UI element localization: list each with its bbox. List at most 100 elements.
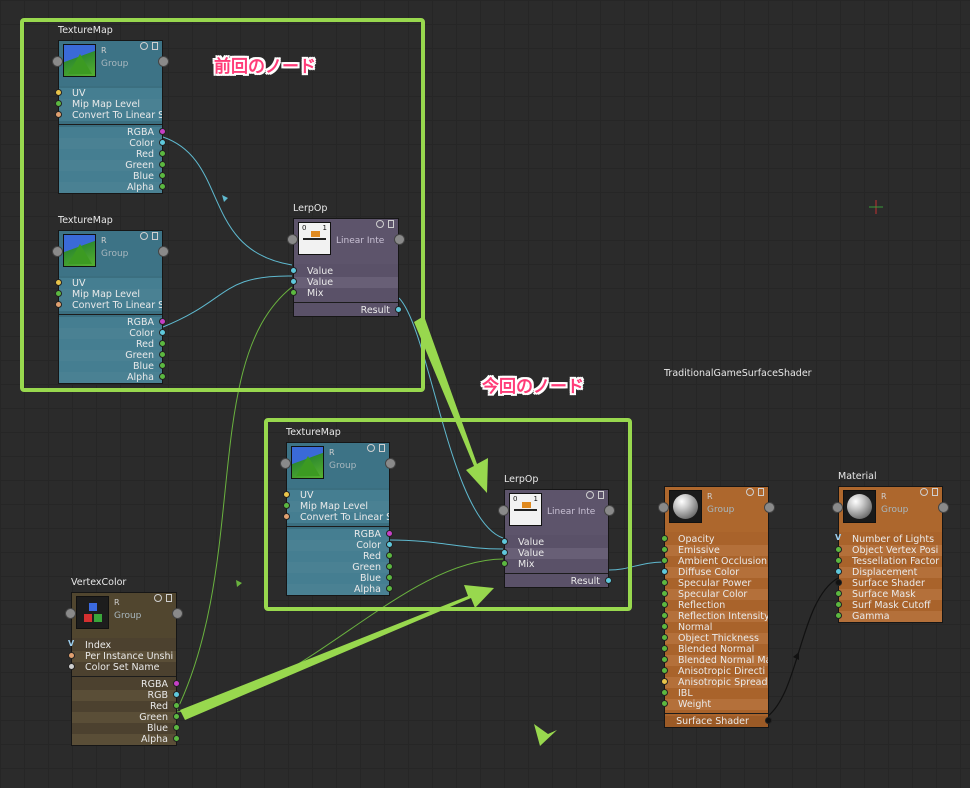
swatch-icon[interactable] (140, 232, 148, 240)
input-uv[interactable]: UV (287, 490, 389, 501)
input-socket[interactable] (501, 549, 508, 556)
input-value[interactable]: Value (294, 277, 398, 288)
input-socket[interactable] (501, 538, 508, 545)
input-socket[interactable] (55, 100, 62, 107)
input-socket[interactable] (290, 289, 297, 296)
input-socket[interactable] (661, 700, 668, 707)
output-socket[interactable] (159, 183, 166, 190)
input-value[interactable]: Value (518, 537, 545, 548)
input-socket[interactable]: V (68, 639, 75, 648)
lock-icon[interactable] (932, 488, 938, 496)
output-socket[interactable] (386, 563, 393, 570)
lock-icon[interactable] (166, 594, 172, 602)
input-port-knob[interactable] (52, 246, 63, 257)
output-rgba[interactable]: RGBA (59, 317, 162, 328)
input-port-knob[interactable] (658, 502, 669, 513)
input-socket[interactable] (835, 557, 842, 564)
input-mix[interactable]: Mix (518, 559, 535, 570)
input-specular-power[interactable]: Specular Power (678, 578, 752, 589)
input-socket[interactable] (283, 491, 290, 498)
output-blue[interactable]: Blue (59, 171, 162, 182)
output-blue[interactable]: Blue (146, 723, 168, 734)
input-socket[interactable] (501, 560, 508, 567)
input-socket[interactable] (835, 590, 842, 597)
swatch-icon[interactable] (586, 491, 594, 499)
output-socket[interactable] (159, 318, 166, 325)
output-color[interactable]: Color (59, 328, 162, 339)
output-port-knob[interactable] (172, 608, 183, 619)
input-mip-map-level[interactable]: Mip Map Level (59, 99, 162, 110)
input-socket[interactable] (661, 612, 668, 619)
input-socket[interactable] (661, 623, 668, 630)
output-socket[interactable] (386, 530, 393, 537)
input-ibl[interactable]: IBL (678, 688, 693, 699)
input-opacity[interactable]: Opacity (678, 534, 715, 545)
lock-icon[interactable] (758, 488, 764, 496)
input-port-knob[interactable] (280, 458, 291, 469)
input-gamma[interactable]: Gamma (839, 611, 942, 622)
output-socket[interactable] (605, 577, 612, 584)
input-socket[interactable] (283, 513, 290, 520)
input-blended-normal[interactable]: Blended Normal (678, 644, 755, 655)
input-normal[interactable]: Normal (678, 622, 713, 633)
input-socket[interactable] (661, 656, 668, 663)
output-socket[interactable] (173, 713, 180, 720)
output-socket[interactable] (386, 585, 393, 592)
output-blue[interactable]: Blue (59, 361, 162, 372)
output-port-knob[interactable] (158, 246, 169, 257)
input-socket[interactable] (68, 652, 75, 659)
input-convert-to-linear-s[interactable]: Convert To Linear S (59, 300, 162, 311)
output-port-knob[interactable] (764, 502, 775, 513)
input-value[interactable]: Value (307, 266, 334, 277)
output-socket[interactable] (159, 362, 166, 369)
output-surface-shader[interactable]: Surface Shader (665, 716, 768, 727)
input-surface-shader[interactable]: Surface Shader (852, 578, 925, 589)
output-socket[interactable] (159, 172, 166, 179)
input-port-knob[interactable] (65, 608, 76, 619)
input-value[interactable]: Value (505, 548, 608, 559)
output-red[interactable]: Red (59, 149, 162, 160)
input-socket[interactable] (835, 612, 842, 619)
output-socket[interactable] (173, 691, 180, 698)
input-socket[interactable] (661, 645, 668, 652)
input-socket[interactable] (55, 290, 62, 297)
output-socket[interactable] (395, 306, 402, 313)
output-socket[interactable] (159, 139, 166, 146)
output-green[interactable]: Green (59, 350, 162, 361)
input-socket[interactable] (661, 634, 668, 641)
input-socket[interactable] (661, 579, 668, 586)
input-socket[interactable] (661, 678, 668, 685)
output-alpha[interactable]: Alpha (59, 372, 162, 383)
input-blended-normal-ma[interactable]: Blended Normal Ma (665, 655, 768, 666)
lock-icon[interactable] (379, 444, 385, 452)
output-socket[interactable] (765, 717, 772, 724)
output-rgba[interactable]: RGBA (59, 127, 162, 138)
input-socket[interactable] (661, 568, 668, 575)
swatch-icon[interactable] (920, 488, 928, 496)
output-green[interactable]: Green (59, 160, 162, 171)
output-rgba[interactable]: RGBA (141, 679, 168, 690)
input-number-of-lights[interactable]: Number of Lights (852, 534, 935, 545)
output-color[interactable]: Color (287, 540, 389, 551)
input-socket[interactable] (835, 601, 842, 608)
input-per-instance-unshi[interactable]: Per Instance Unshi (72, 651, 176, 662)
input-weight[interactable]: Weight (665, 699, 768, 710)
input-socket[interactable] (661, 535, 668, 542)
lock-icon[interactable] (388, 220, 394, 228)
input-uv[interactable]: UV (59, 278, 162, 289)
output-socket[interactable] (386, 574, 393, 581)
input-socket[interactable] (661, 546, 668, 553)
output-socket[interactable] (159, 373, 166, 380)
lock-icon[interactable] (152, 42, 158, 50)
input-surf-mask-cutoff[interactable]: Surf Mask Cutoff (852, 600, 931, 611)
input-socket[interactable] (661, 689, 668, 696)
